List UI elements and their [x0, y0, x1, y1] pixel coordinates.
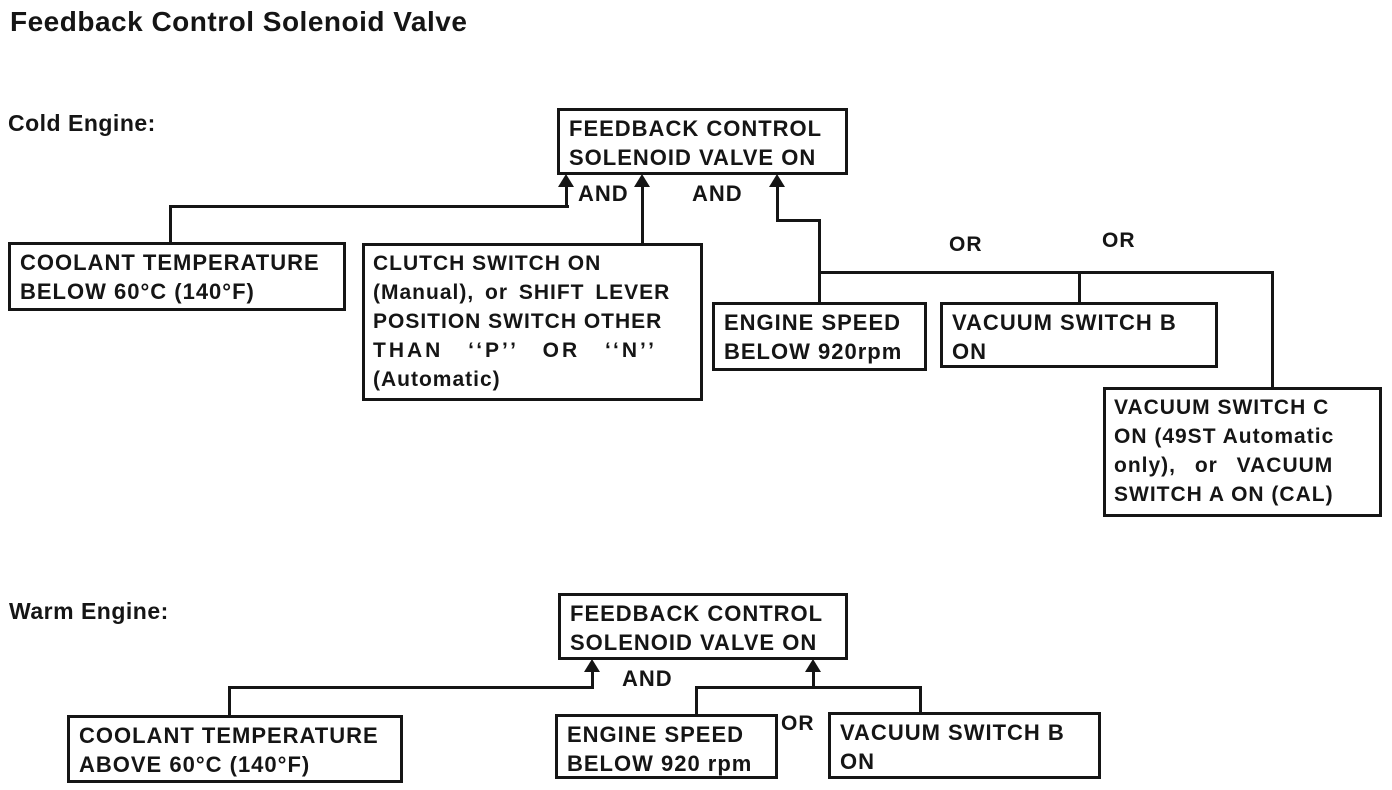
cold-clutch-line2: (Manual), or SHIFT LEVER: [373, 281, 671, 304]
warm-coolant-line1: COOLANT TEMPERATURE: [79, 723, 379, 748]
cold-clutch-line5: (Automatic): [373, 368, 501, 391]
warm-engine-speed-box: ENGINE SPEED BELOW 920 rpm: [555, 714, 778, 779]
connector-line: [641, 185, 644, 245]
cold-result-line1: FEEDBACK CONTROL: [569, 116, 823, 141]
cold-or-label-2: OR: [1102, 229, 1136, 252]
warm-engine-speed-line2: BELOW 920 rpm: [567, 751, 753, 776]
cold-vacuum-c-box: VACUUM SWITCH C ON (49ST Automatic only)…: [1103, 387, 1382, 517]
cold-and-label-1: AND: [578, 181, 629, 206]
warm-engine-speed-line1: ENGINE SPEED: [567, 722, 745, 747]
connector-line: [818, 219, 821, 304]
cold-coolant-line2: BELOW 60°C (140°F): [20, 279, 255, 304]
warm-result-line1: FEEDBACK CONTROL: [570, 601, 824, 626]
cold-clutch-line3: POSITION SWITCH OTHER: [373, 310, 663, 333]
warm-vacuum-b-line1: VACUUM SWITCH B: [840, 720, 1065, 745]
connector-line: [776, 185, 779, 222]
connector-line: [776, 219, 821, 222]
warm-vacuum-b-line2: ON: [840, 749, 875, 774]
warm-result-line2: SOLENOID VALVE ON: [570, 630, 818, 655]
cold-engine-heading: Cold Engine:: [8, 110, 156, 136]
cold-coolant-line1: COOLANT TEMPERATURE: [20, 250, 320, 275]
connector-line: [169, 205, 172, 245]
connector-line: [169, 205, 569, 208]
cold-vacuum-b-line2: ON: [952, 339, 987, 364]
connector-line: [919, 686, 922, 714]
cold-engine-speed-line1: ENGINE SPEED: [724, 310, 902, 335]
cold-result-box: FEEDBACK CONTROL SOLENOID VALVE ON: [557, 108, 848, 175]
arrow-up-icon: [584, 659, 600, 672]
cold-vacuum-c-line1: VACUUM SWITCH C: [1114, 396, 1330, 419]
cold-engine-speed-line2: BELOW 920rpm: [724, 339, 903, 364]
connector-line: [695, 686, 698, 717]
connector-line: [228, 686, 594, 689]
page-title: Feedback Control Solenoid Valve: [10, 6, 468, 37]
connector-line: [1078, 271, 1081, 304]
cold-vacuum-c-line2: ON (49ST Automatic: [1114, 425, 1335, 448]
cold-clutch-box: CLUTCH SWITCH ON (Manual), or SHIFT LEVE…: [362, 243, 703, 401]
connector-line: [591, 669, 594, 689]
connector-line: [228, 686, 231, 718]
warm-or-label: OR: [781, 712, 815, 735]
connector-line: [812, 669, 815, 689]
cold-coolant-box: COOLANT TEMPERATURE BELOW 60°C (140°F): [8, 242, 346, 311]
cold-result-line2: SOLENOID VALVE ON: [569, 145, 817, 170]
arrow-up-icon: [769, 174, 785, 187]
arrow-up-icon: [558, 174, 574, 187]
warm-and-label: AND: [622, 666, 673, 691]
connector-line: [695, 686, 922, 689]
arrow-up-icon: [634, 174, 650, 187]
cold-engine-speed-box: ENGINE SPEED BELOW 920rpm: [712, 302, 927, 371]
cold-and-label-2: AND: [692, 181, 743, 206]
cold-clutch-line1: CLUTCH SWITCH ON: [373, 252, 602, 275]
cold-vacuum-b-box: VACUUM SWITCH B ON: [940, 302, 1218, 368]
warm-coolant-box: COOLANT TEMPERATURE ABOVE 60°C (140°F): [67, 715, 403, 783]
warm-result-box: FEEDBACK CONTROL SOLENOID VALVE ON: [558, 593, 848, 660]
cold-vacuum-c-line3: only), or VACUUM: [1114, 454, 1334, 477]
connector-line: [818, 271, 1274, 274]
cold-clutch-line4: THAN ‘‘P’’ OR ‘‘N’’: [373, 339, 657, 362]
connector-line: [565, 184, 568, 208]
warm-coolant-line2: ABOVE 60°C (140°F): [79, 752, 311, 777]
connector-line: [1271, 271, 1274, 389]
cold-vacuum-b-line1: VACUUM SWITCH B: [952, 310, 1177, 335]
warm-vacuum-b-box: VACUUM SWITCH B ON: [828, 712, 1101, 779]
arrow-up-icon: [805, 659, 821, 672]
cold-vacuum-c-line4: SWITCH A ON (CAL): [1114, 483, 1334, 506]
cold-or-label-1: OR: [949, 233, 983, 256]
warm-engine-heading: Warm Engine:: [9, 598, 169, 624]
